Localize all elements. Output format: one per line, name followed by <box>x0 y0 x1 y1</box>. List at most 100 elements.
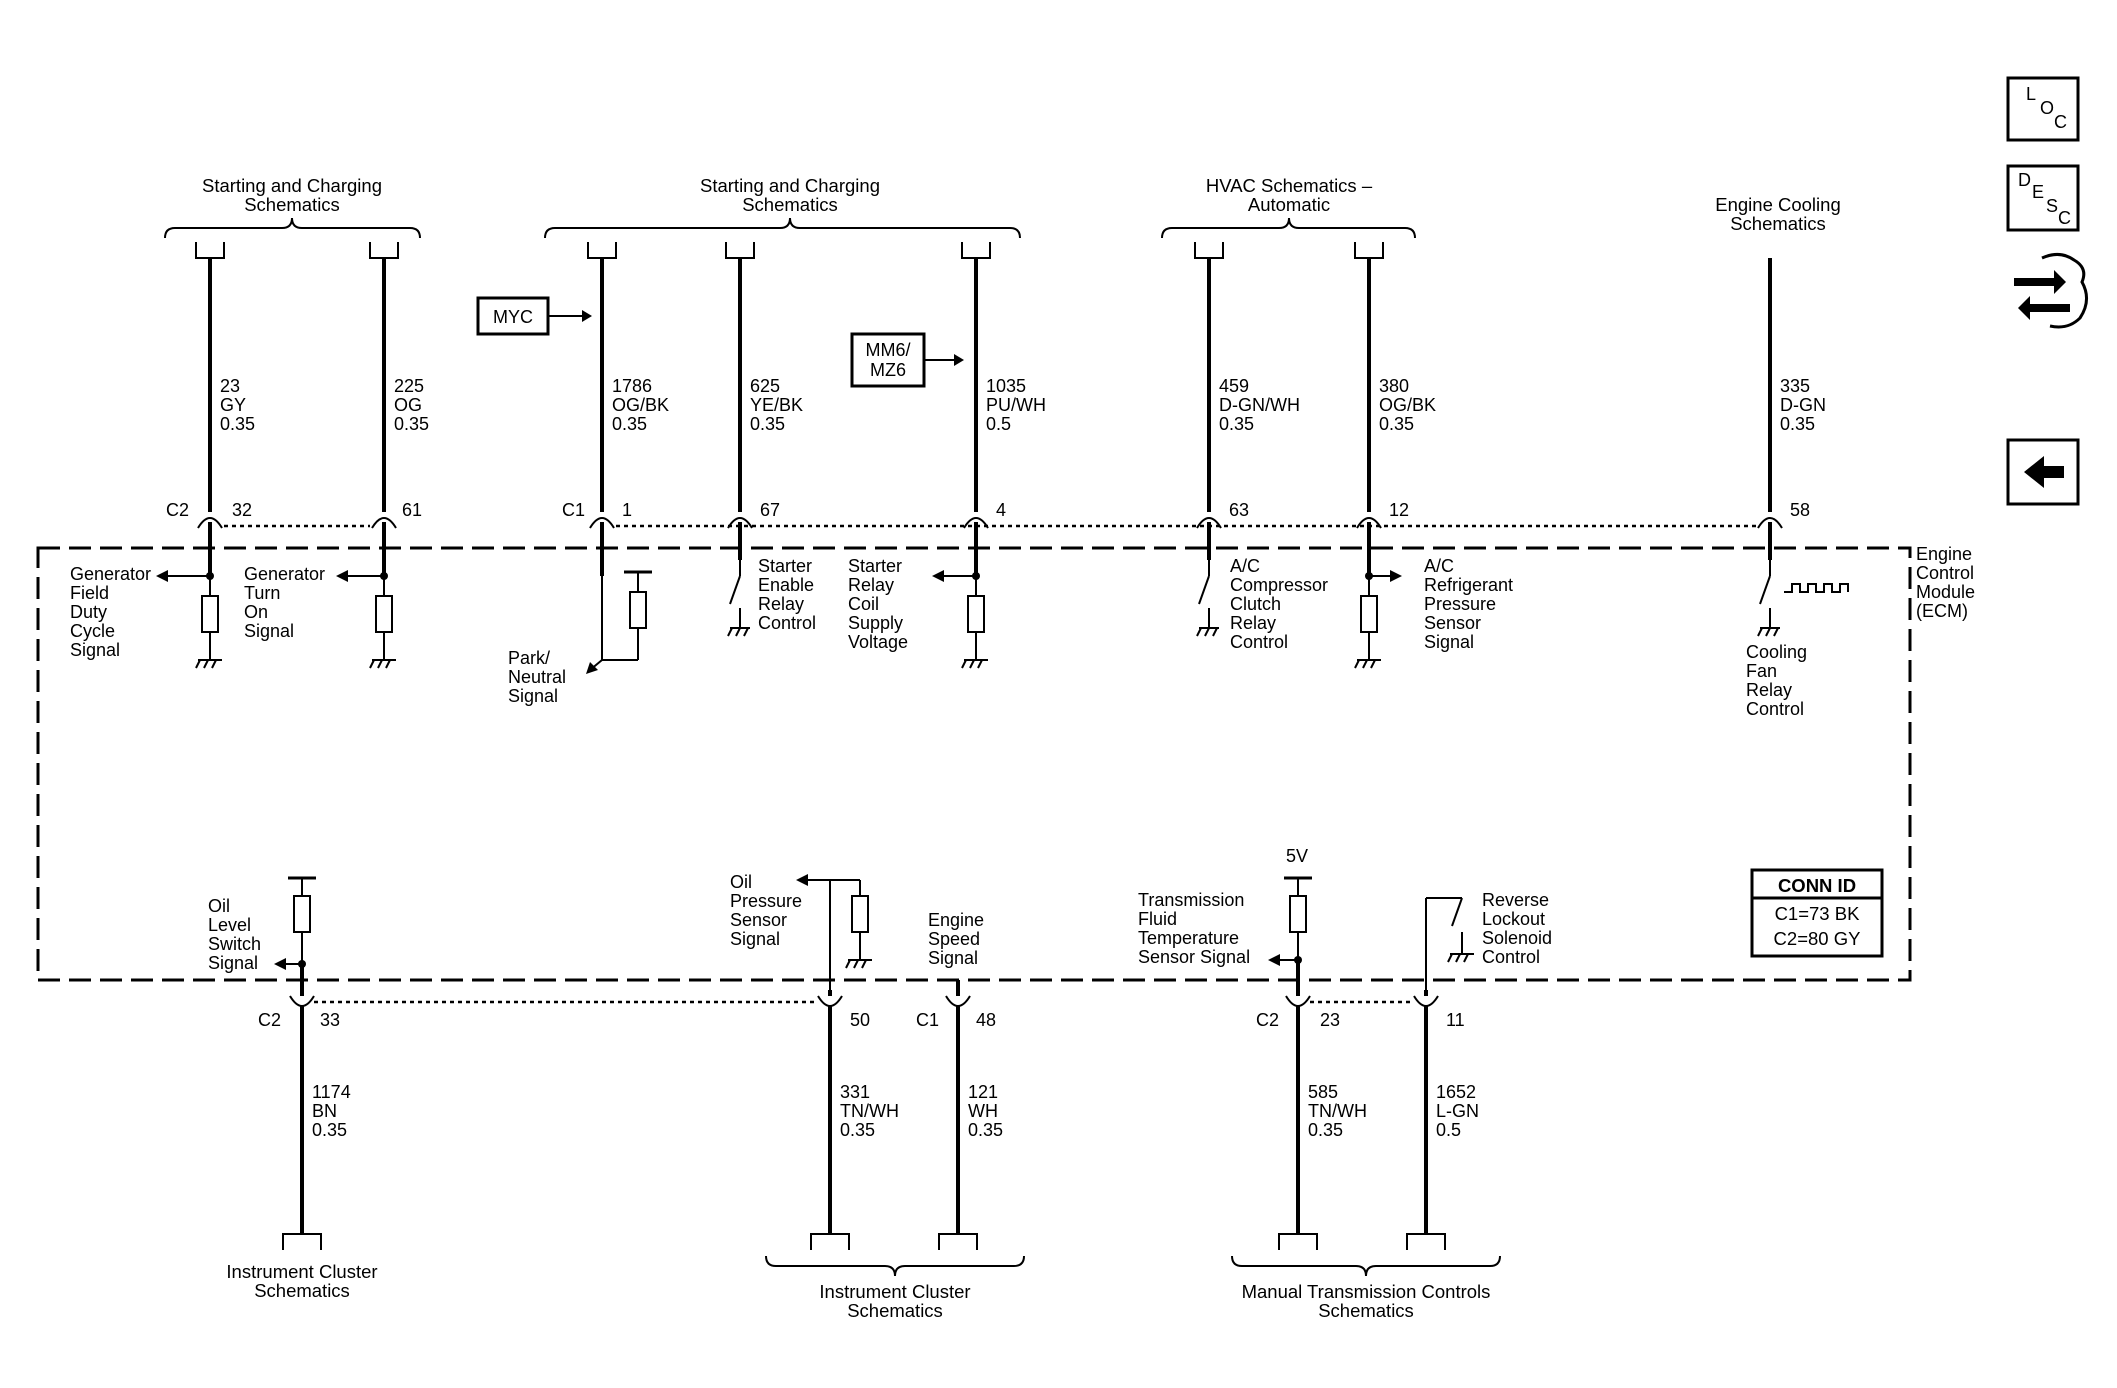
circuit-oil-pressure <box>796 874 872 990</box>
circuit-ac-refrigerant <box>1354 570 1402 669</box>
svg-text:61: 61 <box>402 500 422 520</box>
svg-text:Instrument Cluster: Instrument Cluster <box>226 1261 377 1282</box>
svg-text:Engine Cooling: Engine Cooling <box>1715 194 1840 215</box>
svg-text:Lockout: Lockout <box>1482 909 1545 929</box>
back-arrow-button[interactable] <box>2006 438 2080 506</box>
svg-text:Fluid: Fluid <box>1138 909 1177 929</box>
svg-text:Signal: Signal <box>244 621 294 641</box>
svg-text:E: E <box>2032 182 2044 202</box>
wire-121-wh: C1 48 121 WH 0.35 <box>916 980 1003 1250</box>
svg-text:Control: Control <box>1230 632 1288 652</box>
svg-text:C: C <box>2054 112 2067 132</box>
dest-starting-charging-1[interactable]: Starting and Charging Schematics <box>164 175 421 239</box>
loc-button[interactable]: L O C <box>2006 76 2080 142</box>
svg-text:Schematics: Schematics <box>742 194 838 215</box>
svg-text:459: 459 <box>1219 376 1249 396</box>
svg-text:Instrument Cluster: Instrument Cluster <box>819 1281 970 1302</box>
ecm-label: Engine Control Module (ECM) <box>1916 544 1975 621</box>
circuit-park-neutral <box>586 570 652 674</box>
svg-text:58: 58 <box>1790 500 1810 520</box>
circuit-generator-turn-on <box>336 570 396 669</box>
wire-23-gy: 23 GY 0.35 C2 32 <box>166 242 255 576</box>
svg-text:0.35: 0.35 <box>612 414 647 434</box>
svg-text:12: 12 <box>1389 500 1409 520</box>
svg-text:Starter: Starter <box>848 556 902 576</box>
circuit-oil-level <box>274 876 316 970</box>
svg-text:Coil: Coil <box>848 594 879 614</box>
option-box-mm6-mz6: MM6/ MZ6 <box>850 332 964 388</box>
svg-text:0.35: 0.35 <box>1308 1120 1343 1140</box>
wire-459-dgn-wh: 459 D-GN/WH 0.35 63 <box>1194 242 1300 560</box>
signal-oil-level: Oil Level Switch Signal <box>208 896 261 973</box>
svg-text:Relay: Relay <box>848 575 894 595</box>
svg-text:WH: WH <box>968 1101 998 1121</box>
svg-text:Solenoid: Solenoid <box>1482 928 1552 948</box>
svg-text:63: 63 <box>1229 500 1249 520</box>
option-box-myc: MYC <box>476 296 592 336</box>
svg-text:C2: C2 <box>258 1010 281 1030</box>
svg-text:Engine: Engine <box>928 910 984 930</box>
svg-text:Engine: Engine <box>1916 544 1972 564</box>
svg-text:1786: 1786 <box>612 376 652 396</box>
svg-text:C1: C1 <box>562 500 585 520</box>
svg-text:L-GN: L-GN <box>1436 1101 1479 1121</box>
signal-ac-compressor: A/C Compressor Clutch Relay Control <box>1230 556 1328 652</box>
svg-text:Schematics: Schematics <box>1730 213 1826 234</box>
signal-engine-speed: Engine Speed Signal <box>928 910 984 968</box>
svg-text:331: 331 <box>840 1082 870 1102</box>
svg-text:C1=73 BK: C1=73 BK <box>1775 903 1861 924</box>
dest-starting-charging-2[interactable]: Starting and Charging Schematics <box>544 175 1021 239</box>
circuit-generator-field <box>156 570 222 669</box>
svg-text:0.35: 0.35 <box>840 1120 875 1140</box>
svg-text:HVAC Schematics –: HVAC Schematics – <box>1206 175 1373 196</box>
svg-text:OG/BK: OG/BK <box>1379 395 1436 415</box>
circuit-cooling-fan <box>1757 560 1849 637</box>
signal-ac-refrigerant: A/C Refrigerant Pressure Sensor Signal <box>1424 556 1513 652</box>
svg-text:33: 33 <box>320 1010 340 1030</box>
svg-text:Generator: Generator <box>70 564 151 584</box>
svg-text:Relay: Relay <box>758 594 804 614</box>
svg-text:1174: 1174 <box>312 1082 351 1102</box>
svg-text:TN/WH: TN/WH <box>840 1101 899 1121</box>
svg-text:Schematics: Schematics <box>244 194 340 215</box>
svg-text:50: 50 <box>850 1010 870 1030</box>
wire-331-tn-wh: 50 331 TN/WH 0.35 <box>810 990 899 1250</box>
svg-text:Starting and Charging: Starting and Charging <box>700 175 880 196</box>
hand-tool-icon[interactable] <box>2014 253 2088 329</box>
svg-text:Generator: Generator <box>244 564 325 584</box>
svg-text:C2: C2 <box>166 500 189 520</box>
circuit-starter-enable <box>727 560 750 637</box>
signal-reverse-lockout: Reverse Lockout Solenoid Control <box>1482 890 1552 967</box>
signal-starter-enable: Starter Enable Relay Control <box>758 556 816 633</box>
desc-button[interactable]: D E S C <box>2006 164 2080 232</box>
dest-instrument-cluster-2[interactable]: Instrument Cluster Schematics <box>765 1255 1025 1321</box>
svg-text:Signal: Signal <box>1424 632 1474 652</box>
svg-text:Supply: Supply <box>848 613 903 633</box>
circuit-reverse-lockout <box>1425 897 1474 990</box>
svg-text:Relay: Relay <box>1746 680 1792 700</box>
svg-text:Sensor: Sensor <box>1424 613 1481 633</box>
svg-text:0.35: 0.35 <box>1379 414 1414 434</box>
wire-1035-pu-wh: 1035 PU/WH 0.5 4 <box>961 242 1046 576</box>
dest-instrument-cluster-1[interactable]: Instrument Cluster Schematics <box>226 1261 377 1301</box>
dest-hvac[interactable]: HVAC Schematics – Automatic <box>1161 175 1416 239</box>
signal-park-neutral: Park/ Neutral Signal <box>508 648 566 706</box>
svg-text:C: C <box>2058 208 2071 228</box>
circuit-starter-relay-coil <box>932 570 988 669</box>
dest-manual-trans-controls[interactable]: Manual Transmission Controls Schematics <box>1231 1255 1501 1321</box>
svg-text:Fan: Fan <box>1746 661 1777 681</box>
svg-text:Relay: Relay <box>1230 613 1276 633</box>
signal-oil-pressure: Oil Pressure Sensor Signal <box>730 872 802 949</box>
svg-text:Transmission: Transmission <box>1138 890 1244 910</box>
wire-1652-lgn: 11 1652 L-GN 0.5 <box>1406 990 1479 1250</box>
circuit-trans-fluid-temp: 5V <box>1268 846 1312 966</box>
svg-text:GY: GY <box>220 395 246 415</box>
svg-text:121: 121 <box>968 1082 998 1102</box>
svg-text:Oil: Oil <box>208 896 230 916</box>
svg-text:Starting and Charging: Starting and Charging <box>202 175 382 196</box>
dest-engine-cooling[interactable]: Engine Cooling Schematics <box>1715 194 1840 234</box>
svg-text:Voltage: Voltage <box>848 632 908 652</box>
svg-text:0.35: 0.35 <box>220 414 255 434</box>
svg-text:D-GN: D-GN <box>1780 395 1826 415</box>
